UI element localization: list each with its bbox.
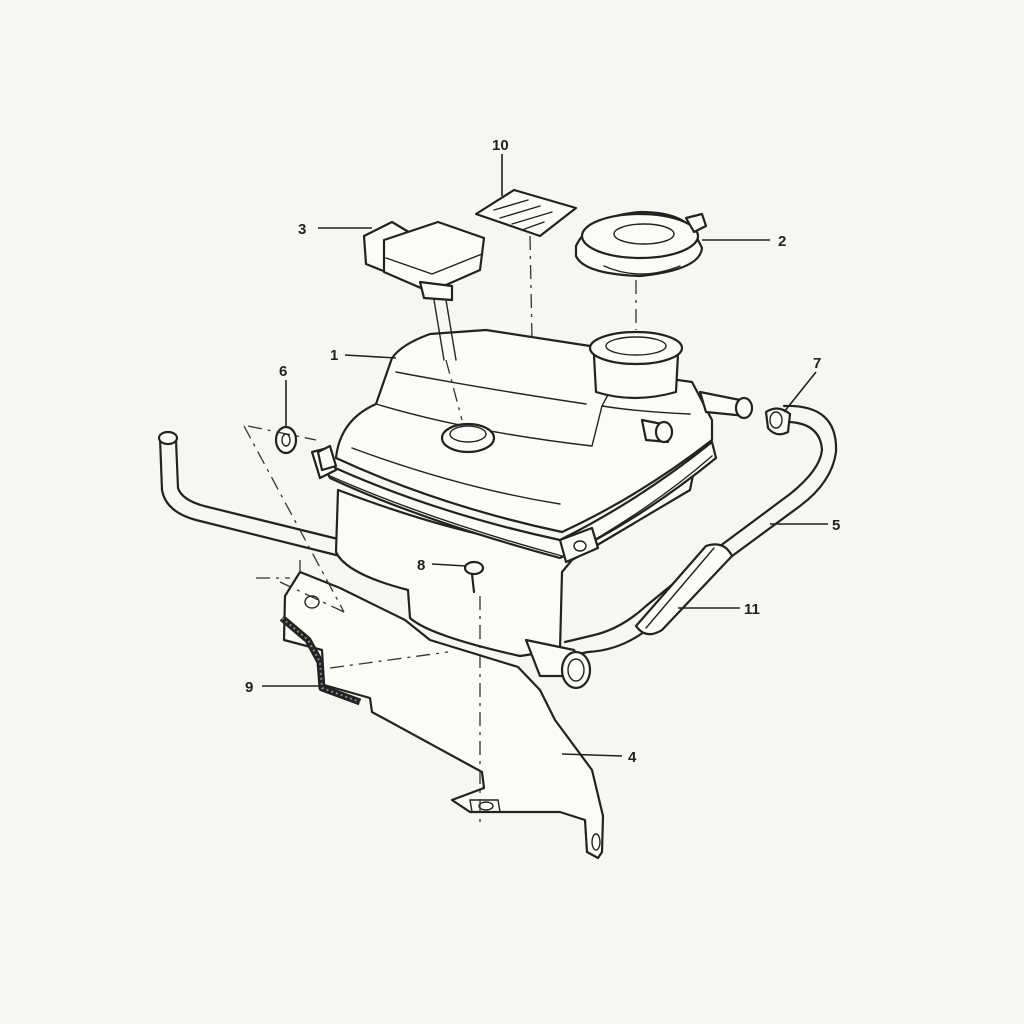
- callout-10: 10: [492, 137, 509, 154]
- grommet: [274, 425, 298, 455]
- level-sensor: [362, 220, 486, 361]
- leader-lines: [262, 154, 828, 757]
- assembly-lines: [243, 235, 637, 828]
- callout-5: 5: [832, 517, 840, 534]
- warning-label: [474, 188, 578, 238]
- filler-cap: [574, 210, 708, 278]
- coolant-hose: [563, 404, 838, 658]
- callout-9: 9: [245, 679, 253, 696]
- callout-labels: 1 2 3 4 5 6 7 8 9 10 11: [245, 137, 840, 766]
- hose-clamp: [764, 407, 792, 436]
- callout-6: 6: [279, 363, 287, 380]
- expansion-tank: [310, 328, 754, 690]
- callout-2: 2: [778, 233, 786, 250]
- callout-3: 3: [298, 221, 306, 238]
- overflow-pipe: [157, 430, 344, 558]
- callout-4: 4: [628, 749, 637, 766]
- callout-1: 1: [330, 347, 338, 364]
- callout-8: 8: [417, 557, 425, 574]
- callout-11: 11: [744, 601, 760, 618]
- seal-strip: [279, 615, 362, 706]
- bolt: [463, 560, 485, 594]
- callout-7: 7: [813, 355, 821, 372]
